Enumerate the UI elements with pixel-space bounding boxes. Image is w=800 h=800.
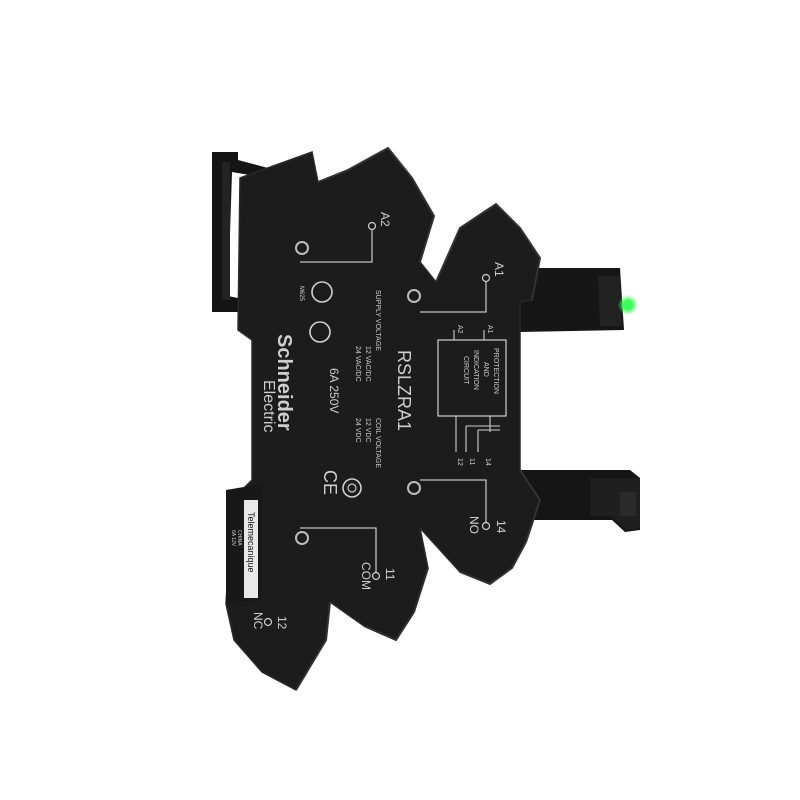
- terminal-a1-label: A1: [492, 262, 506, 277]
- circuit-12: 12: [456, 458, 463, 466]
- circuit-11: 11: [468, 458, 475, 465]
- ccc-mark-icon: [342, 478, 362, 498]
- terminal-12-label: 12: [275, 616, 289, 630]
- telemecanique-label: [244, 500, 258, 598]
- circuit-diagram: [437, 330, 507, 452]
- csa-mark-icon: [309, 321, 331, 343]
- ce-mark: CE: [320, 470, 340, 495]
- brand-name: Schneider: [273, 334, 295, 431]
- brand-name-2: Electric: [260, 380, 277, 432]
- terminal-markers: [263, 221, 491, 627]
- status-led: [618, 295, 638, 315]
- coil-voltage-1: 12 VDC: [364, 418, 371, 443]
- supply-voltage-title: SUPPLY VOLTAGE: [374, 290, 381, 351]
- din-clip-bottom: [520, 470, 640, 532]
- terminal-14-label: 14: [494, 520, 508, 534]
- circuit-line-4: CIRCUIT: [462, 356, 469, 385]
- small-print-code: M625: [298, 286, 304, 302]
- circuit-a2: A2: [456, 325, 463, 334]
- terminal-nc-label: NC: [251, 612, 265, 630]
- small-print-origin: CHINA: [236, 530, 242, 546]
- right-connector-block: [520, 268, 624, 332]
- screw-holes: [295, 241, 421, 545]
- terminal-11-label: 11: [383, 568, 397, 581]
- coil-voltage-title: COIL VOLTAGE: [374, 418, 381, 468]
- cert-marks: [309, 281, 362, 498]
- circuit-line-2: AND: [482, 362, 489, 377]
- ul-mark-icon: [311, 281, 333, 303]
- printed-text: A2 A1 Schneider Electric M625 SUPPLY VOL…: [230, 212, 508, 630]
- coil-voltage-2: 24 VDC: [354, 418, 361, 443]
- small-print-spec: 6A 12V: [230, 530, 236, 547]
- supply-voltage-1: 12 VAC/DC: [364, 346, 371, 382]
- terminal-com-label: COM: [359, 562, 373, 590]
- circuit-14: 14: [484, 458, 491, 466]
- sub-brand: Telemecanique: [246, 512, 256, 573]
- circuit-a1: A1: [486, 325, 493, 334]
- terminal-no-label: NO: [467, 516, 481, 534]
- wiring-lines: [300, 230, 487, 572]
- model-number: RSLZRA1: [394, 350, 414, 431]
- supply-voltage-2: 24 VAC/DC: [354, 346, 361, 382]
- din-clip-top: [212, 152, 268, 312]
- rating: 6A 250V: [327, 368, 341, 413]
- circuit-line-3: INDICATION: [472, 350, 479, 390]
- circuit-line-1: PROTECTION: [492, 348, 499, 394]
- terminal-a2-label: A2: [378, 212, 392, 227]
